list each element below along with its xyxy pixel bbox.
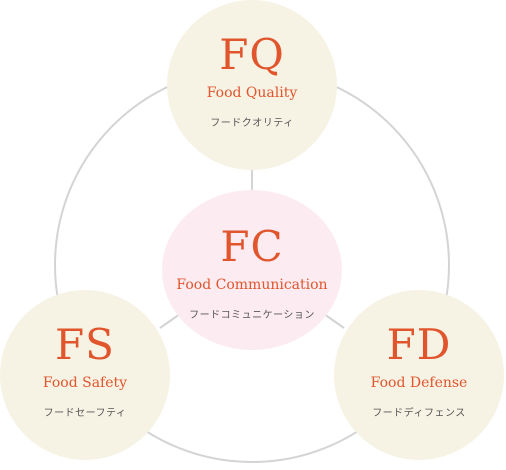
node-japanese-label: フードセーフティ bbox=[43, 408, 127, 419]
node-abbr: FC bbox=[220, 222, 284, 271]
node-abbr: FQ bbox=[219, 30, 285, 79]
node-japanese-label: フードクオリティ bbox=[210, 118, 294, 129]
node-japanese-label: フードコミュニケーション bbox=[189, 310, 315, 321]
node-food-defense: FD Food Defense フードディフェンス bbox=[334, 290, 504, 460]
node-english-label: Food Defense bbox=[370, 375, 468, 391]
node-food-safety: FS Food Safety フードセーフティ bbox=[0, 290, 170, 460]
node-english-label: Food Communication bbox=[176, 277, 328, 293]
node-food-quality: FQ Food Quality フードクオリティ bbox=[167, 0, 337, 170]
node-abbr: FS bbox=[55, 320, 115, 369]
node-abbr: FD bbox=[386, 320, 452, 369]
connector-fs-fc bbox=[159, 313, 181, 329]
connector-fd-fc bbox=[323, 313, 345, 329]
node-english-label: Food Quality bbox=[206, 85, 298, 101]
node-japanese-label: フードディフェンス bbox=[372, 408, 466, 419]
node-food-communication: FC Food Communication フードコミュニケーション bbox=[162, 190, 342, 350]
node-english-label: Food Safety bbox=[42, 375, 128, 391]
